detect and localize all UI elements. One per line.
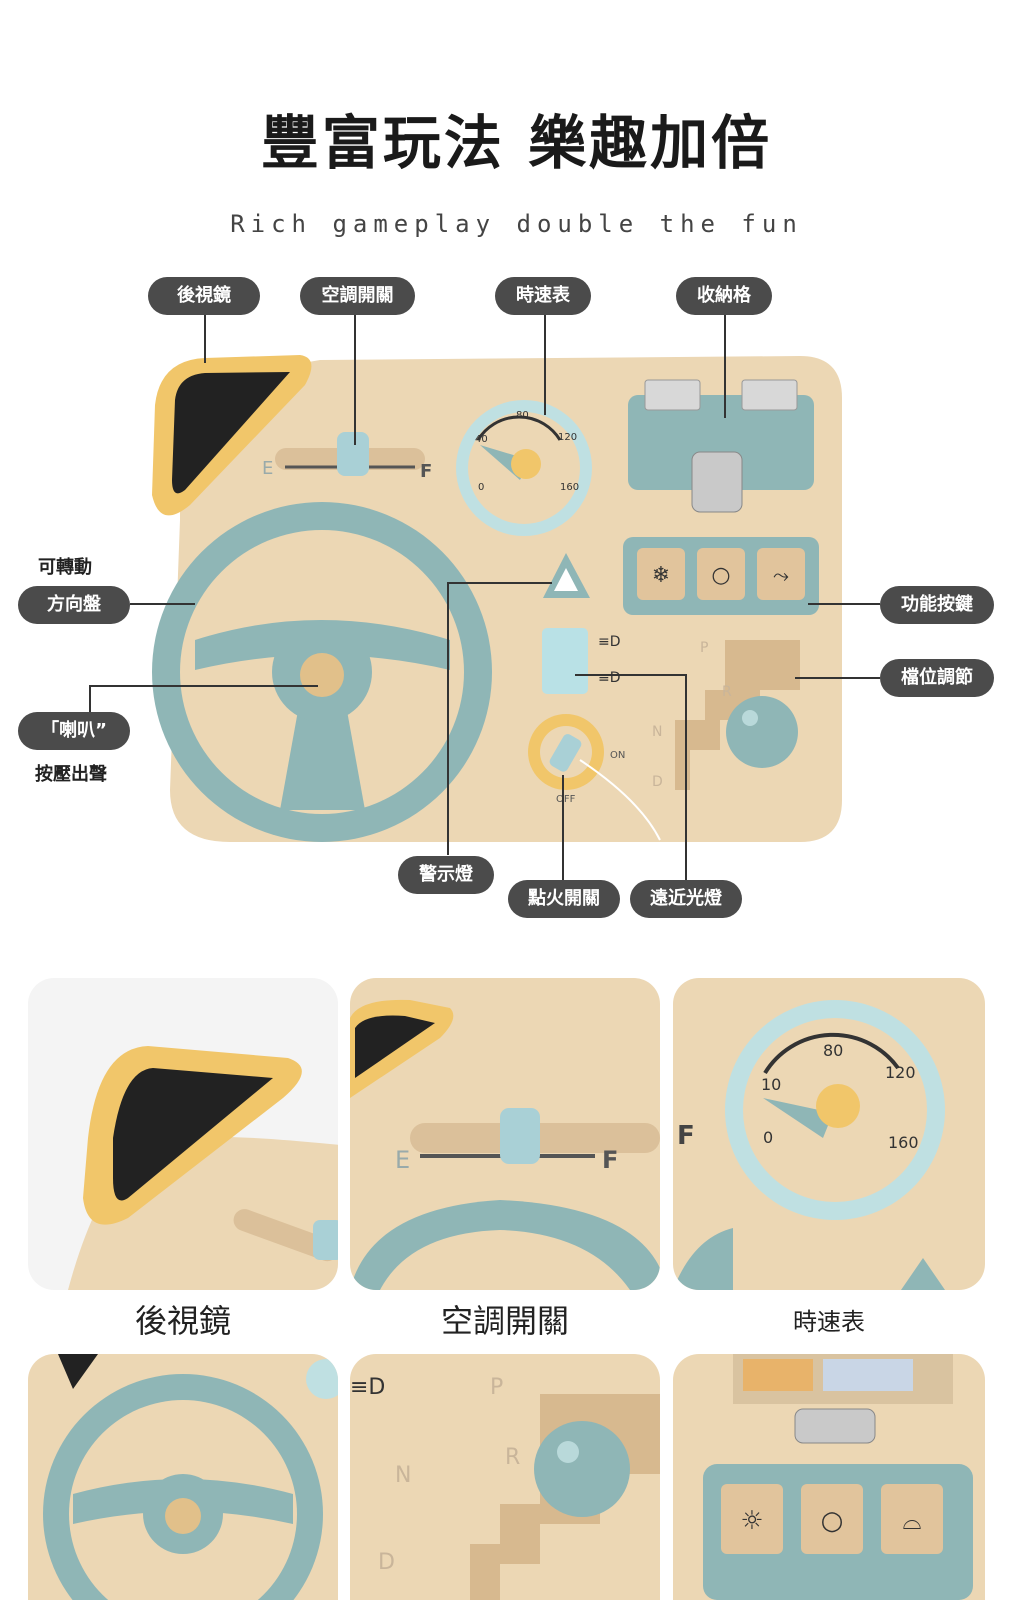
speed-tick-0: 0 bbox=[478, 482, 484, 493]
gallery-tick-120: 120 bbox=[885, 1063, 916, 1082]
callout-speedometer: 時速表 bbox=[495, 277, 591, 315]
svg-text:☼: ☼ bbox=[740, 1506, 763, 1536]
svg-text:≡D: ≡D bbox=[598, 670, 621, 686]
svg-text:≡D: ≡D bbox=[350, 1375, 385, 1400]
gallery-gear-p: P bbox=[490, 1375, 503, 1400]
speed-tick-160: 160 bbox=[560, 482, 579, 493]
callout-hazard: 警示燈 bbox=[398, 856, 494, 894]
gallery-tick-10: 10 bbox=[761, 1075, 781, 1094]
mirror-glass bbox=[172, 372, 290, 494]
gallery-gear-r: R bbox=[505, 1445, 520, 1470]
gallery-panel-gear: ≡D P R N D bbox=[350, 1354, 660, 1600]
callout-storage: 收納格 bbox=[676, 277, 772, 315]
page-subtitle: Rich gameplay double the fun bbox=[230, 210, 803, 238]
speedometer-knob bbox=[511, 449, 541, 479]
callout-gear: 檔位調節 bbox=[880, 659, 994, 697]
gallery-tick-0: 0 bbox=[763, 1128, 773, 1147]
ac-label-e: E bbox=[262, 458, 273, 479]
horn-button bbox=[300, 653, 344, 697]
steering-note: 可轉動 bbox=[38, 557, 92, 578]
gear-n: N bbox=[652, 724, 662, 740]
gallery-panel-mirror bbox=[28, 978, 338, 1290]
ac-label-f: F bbox=[420, 461, 432, 482]
caption-speedometer: 時速表 bbox=[793, 1308, 865, 1336]
svg-text:⌓: ⌓ bbox=[903, 1507, 922, 1535]
page-title: 豐富玩法 樂趣加倍 bbox=[260, 109, 773, 177]
callout-horn: 「喇叭” bbox=[18, 712, 130, 750]
storage-lid bbox=[628, 395, 814, 490]
busy-board-illustration: E F 80 0 40 120 160 ❄ ○ ⤳ ≡D ≡D ON OFF P… bbox=[89, 315, 880, 880]
callout-steering: 方向盤 bbox=[18, 586, 130, 624]
svg-text:≡D: ≡D bbox=[598, 634, 621, 650]
callout-mirror: 後視鏡 bbox=[148, 277, 260, 315]
gallery-tick-160: 160 bbox=[888, 1133, 919, 1152]
gallery-panel-steering bbox=[28, 1354, 338, 1600]
gallery-tick-80: 80 bbox=[823, 1041, 843, 1060]
gallery-ac-e: E bbox=[395, 1146, 410, 1174]
ac-knob bbox=[337, 432, 369, 476]
storage-latch bbox=[691, 451, 743, 513]
speed-tick-80: 80 bbox=[516, 410, 529, 421]
callout-ac: 空調開關 bbox=[300, 277, 415, 315]
gallery-edge-f: F bbox=[677, 1121, 695, 1151]
callout-function-keys: 功能按鍵 bbox=[880, 586, 994, 624]
gallery-panel-ac: E F bbox=[350, 978, 660, 1290]
gallery-panel-speedometer: 80 0 10 120 160 F bbox=[673, 978, 985, 1290]
svg-text:❄: ❄ bbox=[652, 563, 670, 588]
gallery-ac-f: F bbox=[602, 1146, 618, 1174]
beam-switch bbox=[542, 628, 588, 694]
callout-beam: 遠近光燈 bbox=[630, 880, 742, 918]
svg-text:○: ○ bbox=[711, 563, 730, 588]
callout-ignition: 點火開關 bbox=[508, 880, 620, 918]
svg-text:○: ○ bbox=[821, 1506, 844, 1536]
gallery-gear-n: N bbox=[395, 1463, 411, 1488]
horn-note: 按壓出聲 bbox=[35, 764, 107, 785]
svg-text:⤳: ⤳ bbox=[773, 563, 789, 587]
gear-knob bbox=[726, 696, 798, 768]
gear-p: P bbox=[700, 640, 708, 656]
speed-tick-120: 120 bbox=[558, 432, 577, 443]
gear-r: R bbox=[722, 684, 732, 700]
gallery-panel-storage: ☼ ○ ⌓ bbox=[673, 1354, 985, 1600]
ignition-on-label: ON bbox=[610, 750, 625, 761]
caption-mirror: 後視鏡 bbox=[134, 1302, 231, 1340]
gallery-gear-d: D bbox=[378, 1550, 395, 1575]
ignition-off-label: OFF bbox=[556, 794, 576, 805]
speed-tick-40: 40 bbox=[475, 434, 488, 445]
caption-ac: 空調開關 bbox=[440, 1302, 569, 1340]
gear-d: D bbox=[652, 774, 663, 790]
